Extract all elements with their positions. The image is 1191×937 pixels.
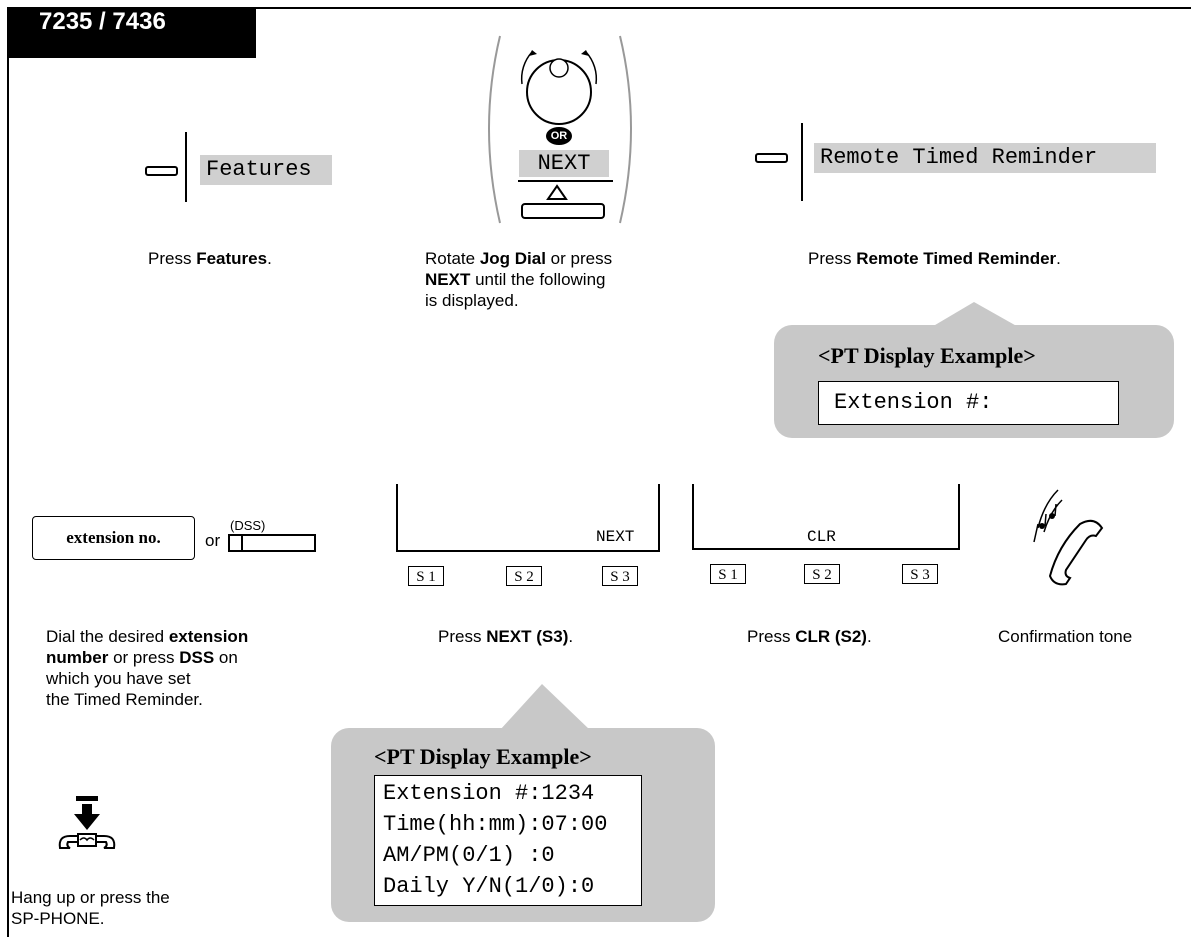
display-line: Extension #:1234: [383, 781, 595, 806]
features-caption: Press Features.: [148, 249, 272, 268]
soft-key-s2: S 2: [506, 566, 542, 586]
extension-number-box: extension no.: [32, 516, 195, 560]
lcd-next-label: NEXT: [596, 528, 635, 546]
hang-up-icon: [58, 796, 116, 849]
hangup-caption: Hang up or press the SP-PHONE.: [11, 888, 170, 928]
next-key-label: NEXT: [519, 150, 609, 177]
confirm-caption: Confirmation tone: [998, 627, 1133, 646]
key-divider: [801, 123, 803, 201]
dss-key-icon: [228, 534, 316, 552]
handset-ringing-icon: [1033, 489, 1104, 586]
triangle-up-icon: [546, 184, 568, 200]
frame-top-border: [256, 7, 1191, 9]
remote-caption: Press Remote Timed Reminder.: [808, 249, 1061, 268]
callout-pointer: [930, 302, 1020, 328]
display-example-screen: Extension #:1234 Time(hh:mm):07:00 AM/PM…: [374, 775, 642, 906]
soft-key-s1: S 1: [408, 566, 444, 586]
soft-key-s3: S 3: [602, 566, 638, 586]
clr-caption: Press CLR (S2).: [747, 627, 872, 646]
display-example-screen: Extension #:: [818, 381, 1119, 425]
or-label: or: [205, 531, 221, 550]
soft-key-s1: S 1: [710, 564, 746, 584]
key-divider: [185, 132, 187, 202]
or-badge: OR: [550, 130, 568, 142]
callout-pointer: [500, 684, 590, 730]
model-header: 7235 / 7436: [7, 7, 256, 58]
dss-label: (DSS): [230, 518, 266, 533]
frame-left-border: [7, 7, 9, 937]
display-example-title: <PT Display Example>: [818, 343, 1036, 368]
dial-caption: Dial the desired extension number or pre…: [46, 627, 249, 709]
remote-key-label: Remote Timed Reminder: [814, 143, 1156, 173]
lcd-screen-outline: [692, 484, 960, 550]
jog-dial-icon: [488, 35, 632, 224]
jog-caption: Rotate Jog Dial or press NEXT until the …: [425, 249, 613, 310]
lcd-clr-label: CLR: [807, 528, 836, 546]
soft-key-s3: S 3: [902, 564, 938, 584]
display-line: Time(hh:mm):07:00: [383, 812, 608, 837]
soft-key-s2: S 2: [804, 564, 840, 584]
display-line: AM/PM(0/1) :0: [383, 843, 555, 868]
next-caption: Press NEXT (S3).: [438, 627, 574, 646]
features-key-label: Features: [200, 155, 332, 185]
rectangular-button-icon: [145, 166, 178, 176]
display-line: Daily Y/N(1/0):0: [383, 874, 595, 899]
display-example-title: <PT Display Example>: [374, 744, 592, 769]
lcd-screen-outline: [396, 484, 660, 552]
rectangular-button-icon: [755, 153, 788, 163]
